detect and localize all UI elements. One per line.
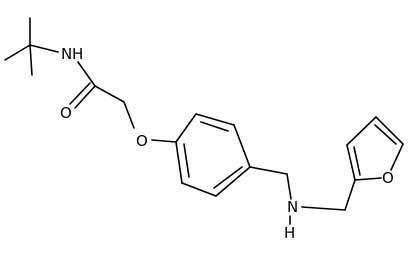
- bond-tbu-c-n: [29, 44, 59, 53]
- bond-ring-6: [175, 141, 183, 184]
- bond-n-carbonyl-c: [77, 61, 96, 87]
- atom-carbonyl-o: O: [60, 104, 72, 122]
- bond-furan-o-c5: [390, 143, 404, 171]
- bond-ring-5: [181, 182, 217, 197]
- atom-ether-o: O: [136, 132, 148, 150]
- bond-furan-c3-c2: [346, 144, 356, 181]
- bond-furan-double-1: [374, 124, 397, 145]
- bond-carbonyl-c-ch2: [94, 85, 125, 103]
- bond-carbonyl-c-o-2: [69, 82, 91, 105]
- bond-furan-c4-c3: [346, 116, 377, 146]
- atom-furan-o: O: [382, 169, 394, 187]
- atom-amide-n: N: [61, 45, 72, 63]
- bond-ring-3: [233, 124, 251, 168]
- atom-amine-n: N: [287, 198, 298, 216]
- bond-carbonyl-c-o-1: [74, 85, 96, 109]
- bond-furan-c5-c4: [375, 116, 404, 145]
- bond-tbu-c-methyl-left: [4, 44, 31, 61]
- bond-ring-2: [195, 113, 235, 126]
- bond-benzyl-ch2-n: [286, 173, 292, 200]
- atom-amide-h: H: [72, 45, 83, 63]
- bond-ring-1: [175, 113, 197, 143]
- bond-ether-o-ring: [151, 139, 177, 143]
- bond-furan-c2-o: [354, 177, 382, 181]
- bond-furfuryl-ch2-furan: [344, 179, 356, 211]
- bond-ring-benzyl-ch2: [249, 166, 288, 175]
- bond-furan-double-2: [353, 146, 361, 176]
- atom-amine-h: H: [284, 224, 295, 242]
- bond-ring-4: [215, 166, 251, 197]
- bond-n-furfuryl-ch2: [301, 206, 346, 211]
- bond-ch2-ether-o: [123, 101, 135, 129]
- bond-tbu-c-methyl-bottom: [29, 44, 33, 76]
- bond-ring-double-1: [200, 121, 229, 132]
- bond-ring-double-2: [213, 166, 243, 189]
- bond-ring-double-3: [183, 143, 190, 178]
